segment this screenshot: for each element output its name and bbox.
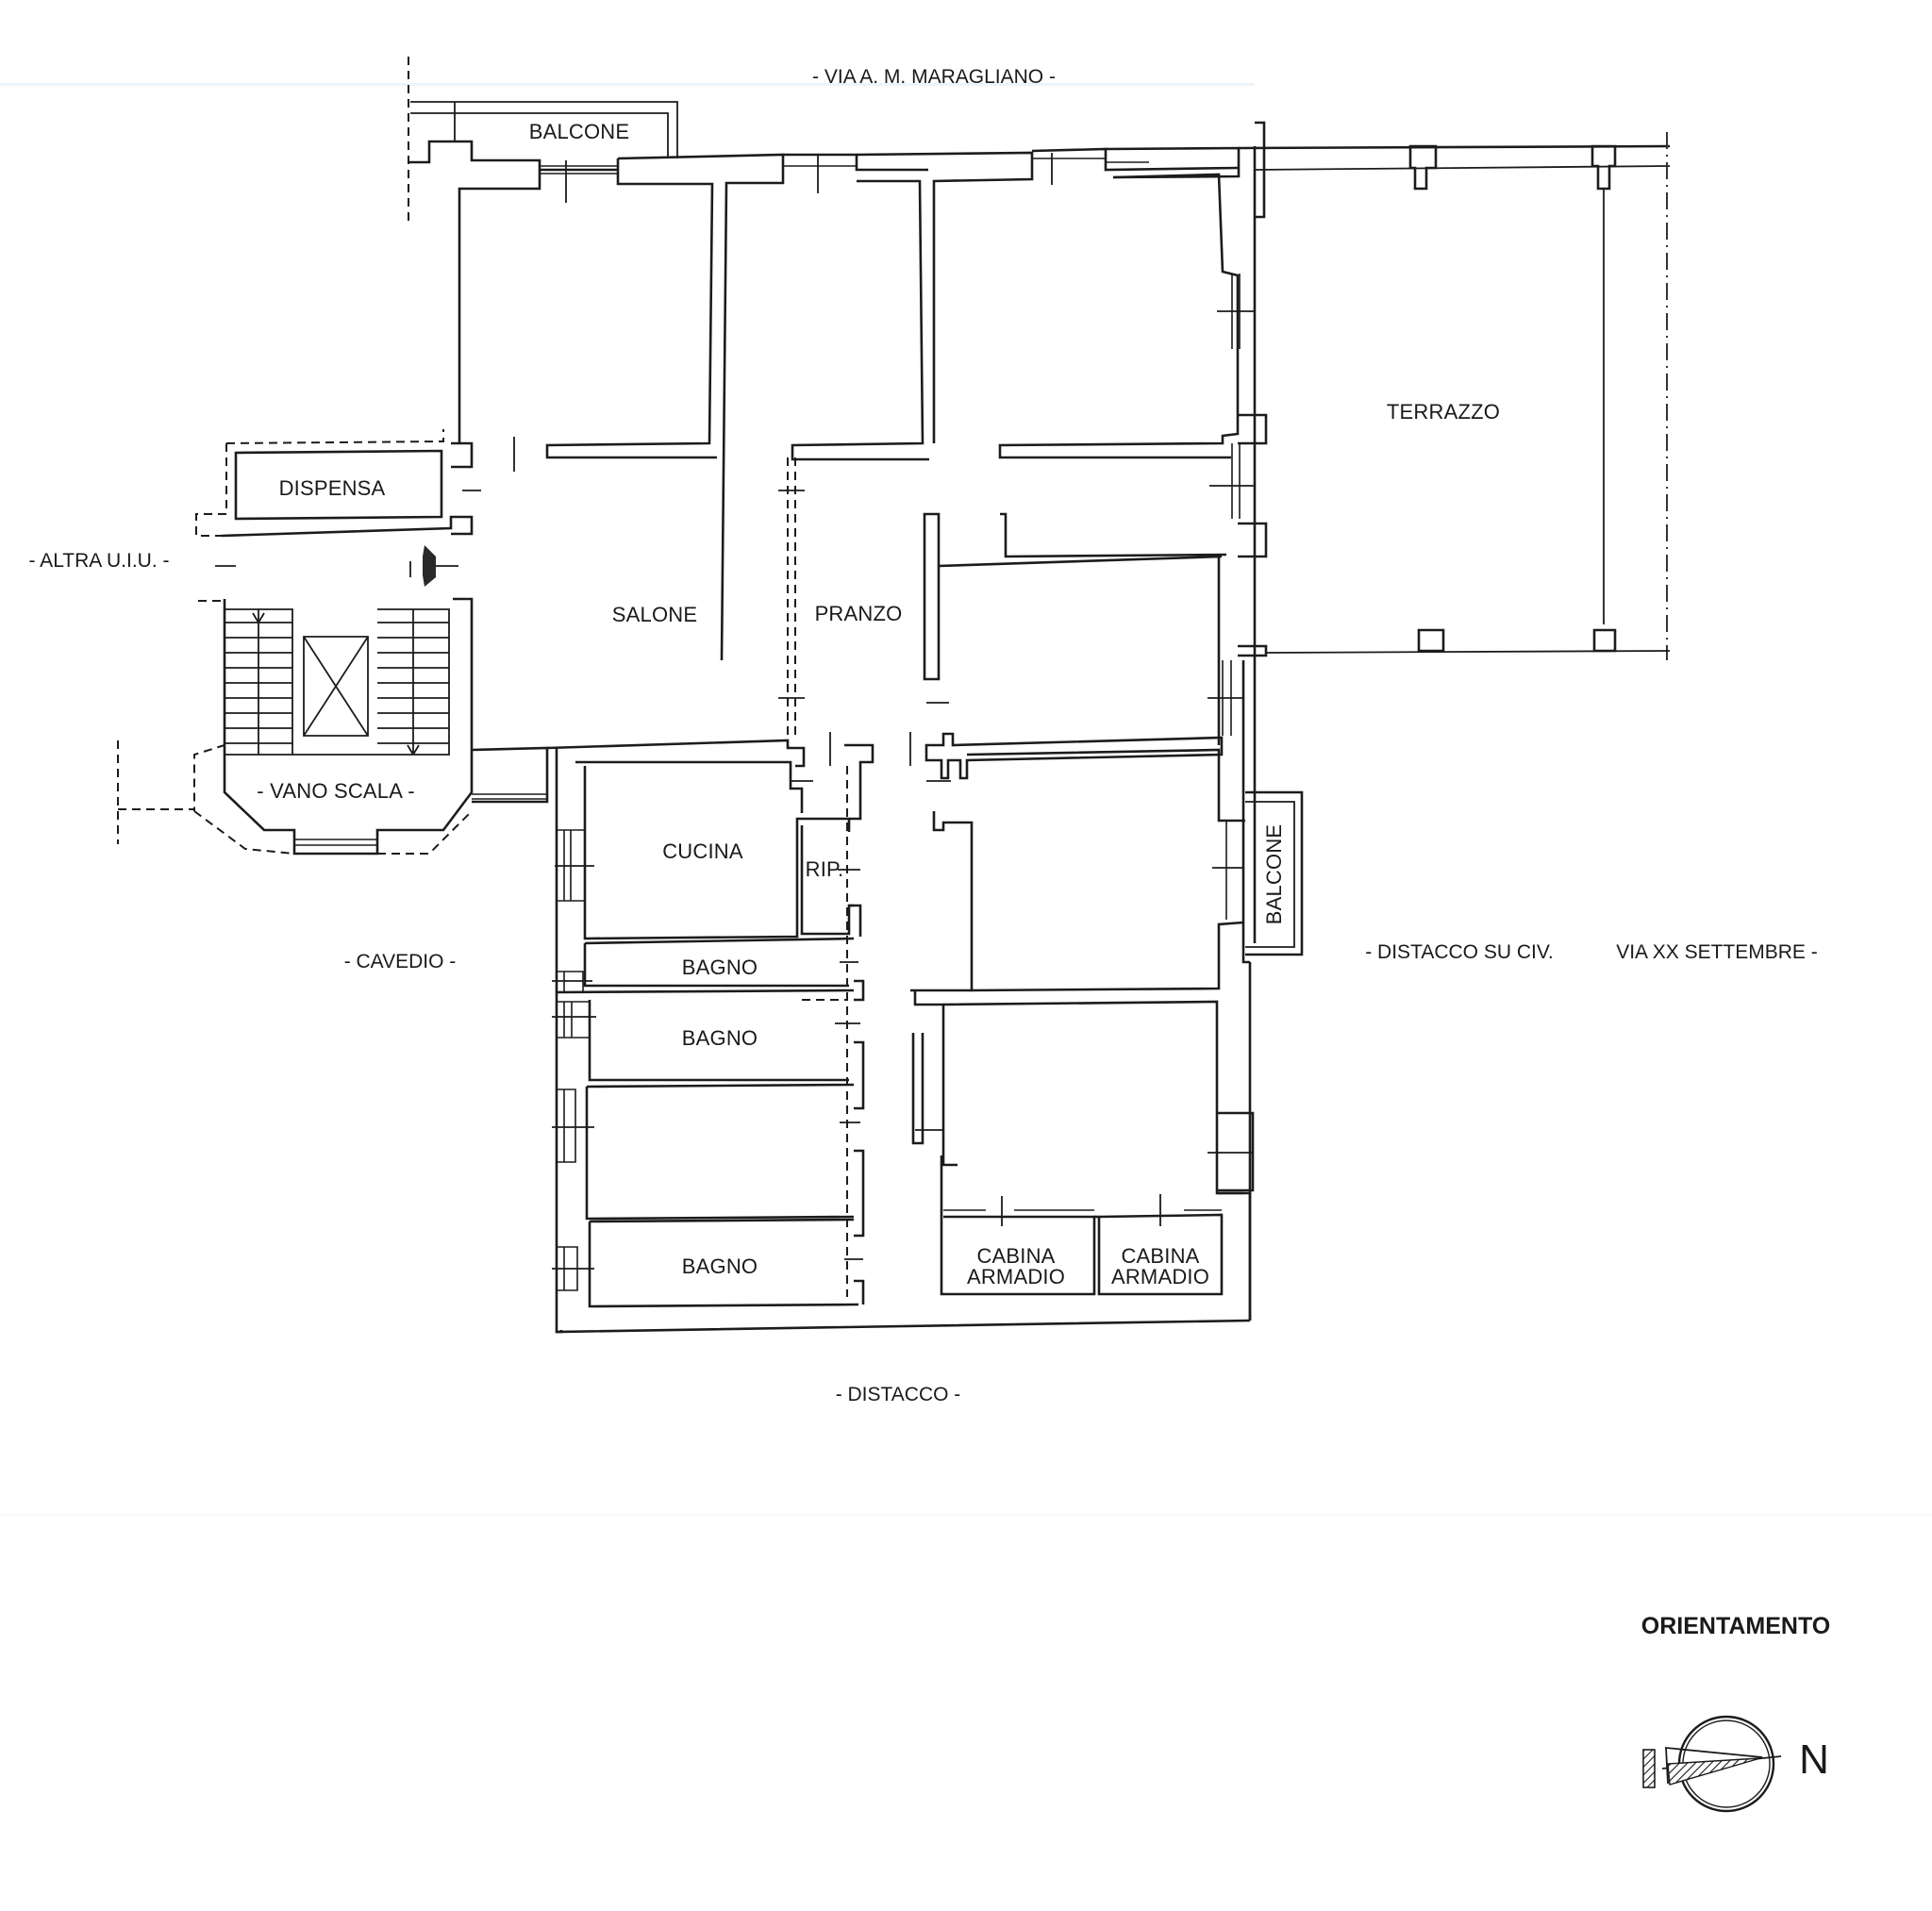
room-label-bagno-1: BAGNO [682,956,758,979]
north-wall [408,140,1671,661]
room-label-vano-scala: - VANO SCALA - [257,779,414,803]
west-wing [552,748,1251,1334]
outer-wall-south [557,943,1252,1334]
scan-artifact-top [0,83,1255,86]
north-arrow-compass-icon [1642,1715,1782,1813]
north-label: N [1799,1737,1829,1783]
street-label-north: - VIA A. M. MARAGLIANO - [812,66,1056,88]
orientation-title: ORIENTAMENTO [1641,1613,1830,1639]
room-label-pranzo: PRANZO [815,602,903,625]
street-label-west: - ALTRA U.I.U. - [29,550,170,572]
stairwell [117,597,549,856]
room-label-salone: SALONE [612,603,697,626]
room-label-rip: RIP. [806,857,844,881]
room-label-bagno-2: BAGNO [682,1026,758,1050]
room-label-balcone-top: BALCONE [529,120,630,143]
room-label-cabina-2-line1: CABINA [1121,1244,1199,1268]
street-label-east-left: - DISTACCO SU CIV. [1365,941,1554,963]
room-label-cucina: CUCINA [662,839,743,863]
scan-artifact-bottom [0,1513,1932,1516]
pantry [195,429,515,538]
room-label-balcone-side: BALCONE [1262,824,1286,925]
living-dining [546,457,1227,821]
street-label-east-right: VIA XX SETTEMBRE - [1616,941,1818,963]
room-label-cabina-1-line1: CABINA [976,1244,1055,1268]
balcony-top [408,57,678,226]
room-label-dispensa: DISPENSA [279,476,386,500]
street-label-south: - DISTACCO - [836,1384,961,1405]
area-label-cavedio: - CAVEDIO - [344,951,457,972]
entrance-arrow-icon [409,545,458,587]
room-label-cabina-2-line2: ARMADIO [1111,1265,1209,1288]
terrace [1209,121,1671,943]
room-label-terrazzo: TERRAZZO [1387,400,1500,424]
room-label-bagno-3: BAGNO [682,1255,758,1278]
walk-in-closets [940,1155,1252,1321]
room-label-cabina-1-line2: ARMADIO [967,1265,1065,1288]
east-bedrooms [910,557,1304,1195]
